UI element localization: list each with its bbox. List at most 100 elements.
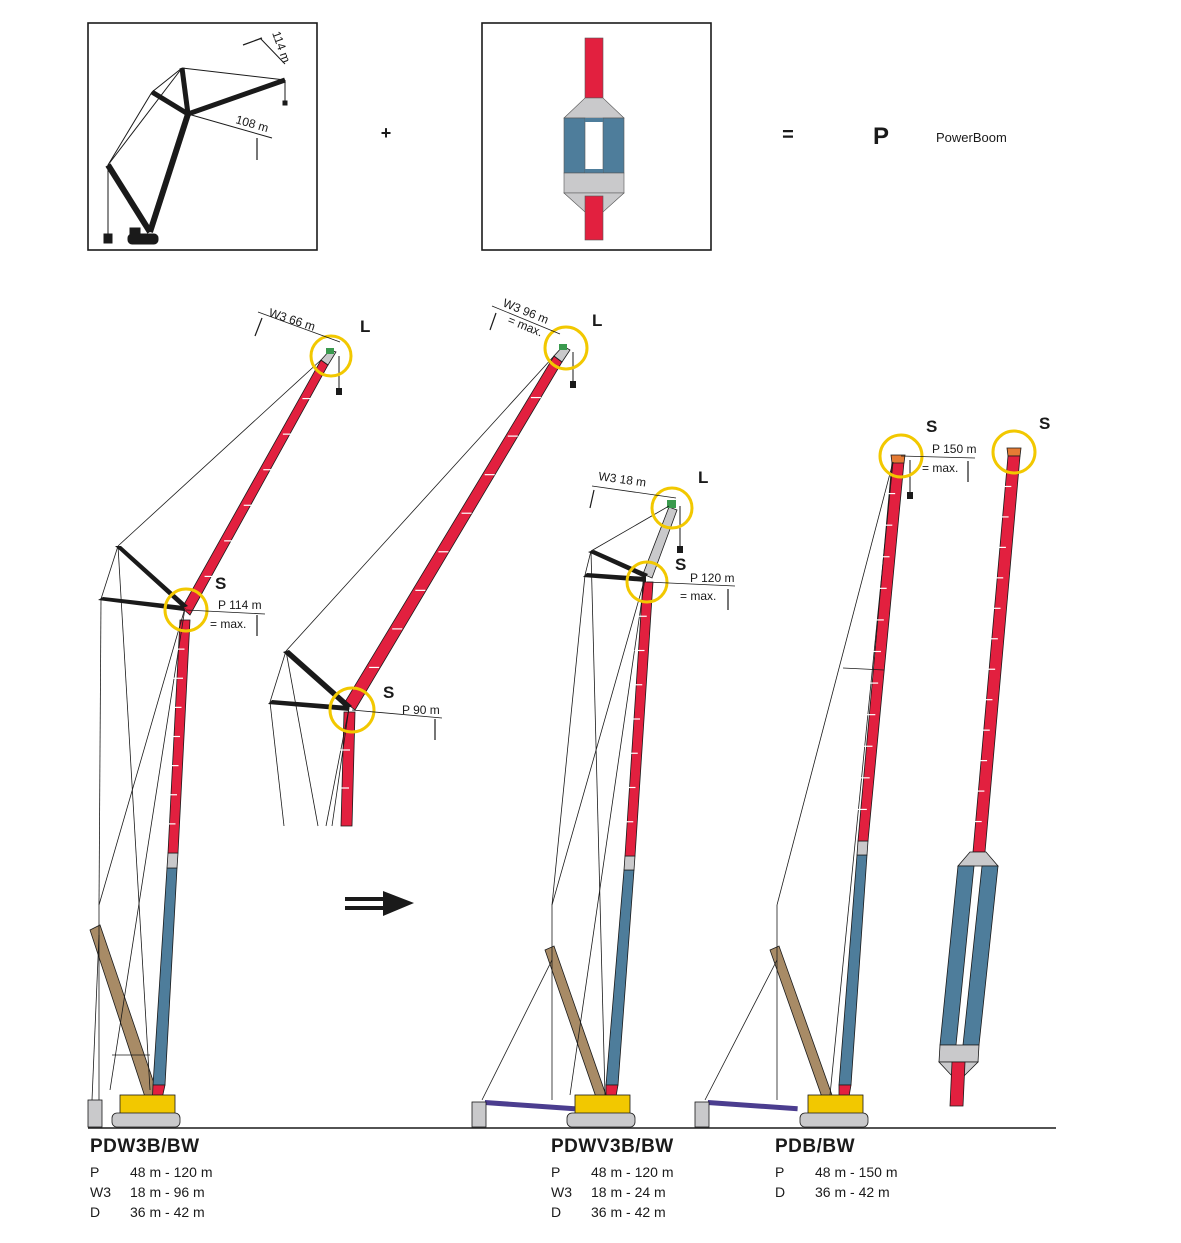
ring-s: [328, 686, 376, 734]
ring-s: [163, 587, 209, 633]
transition-arrow: [345, 891, 414, 916]
guy-a: [590, 505, 670, 552]
ballast-beam: [484, 1100, 575, 1112]
config-value: 48 m - 150 m: [815, 1164, 898, 1180]
config-value: 48 m - 120 m: [130, 1164, 213, 1180]
dim-p: [900, 455, 976, 459]
config-value: 36 m - 42 m: [815, 1184, 890, 1200]
section-top-red: [584, 37, 604, 99]
label-p: P 150 m: [932, 442, 976, 456]
label-p: P 120 m: [690, 571, 734, 585]
boom-red-foot: [949, 1061, 966, 1107]
schematic-spreader-a: [150, 89, 190, 117]
label-s: S: [926, 417, 937, 436]
spreader-upper: [283, 650, 352, 709]
legend-schematic-box: [87, 22, 318, 251]
guy-d: [117, 545, 151, 1091]
ring-s: [625, 560, 669, 604]
main-boom-grey: [623, 855, 636, 871]
label-l: L: [698, 468, 708, 487]
dim-p: [646, 581, 736, 587]
schematic-main-boom: [147, 113, 191, 233]
config-key: W3: [90, 1184, 111, 1200]
section-mid-top: [585, 118, 603, 122]
schematic-guy-1: [151, 67, 183, 93]
powerboom-symbol: P: [873, 123, 889, 150]
equals-sign: =: [782, 124, 794, 146]
spreader-upper: [588, 550, 648, 578]
config-value: 48 m - 120 m: [591, 1164, 674, 1180]
config-row: W3 18 m - 96 m: [90, 1182, 212, 1202]
boom-top-taper: [957, 851, 999, 867]
guy-f: [109, 607, 186, 1091]
boom-grey-band: [938, 1044, 980, 1063]
crawler-track: [566, 1112, 636, 1128]
guy-d: [590, 550, 606, 1096]
label-max: = max.: [922, 461, 958, 475]
schematic-spreader-b: [179, 67, 191, 115]
guy-b: [269, 650, 287, 703]
config-key: D: [551, 1204, 562, 1220]
superstructure: [574, 1094, 631, 1116]
guy-b: [584, 550, 592, 576]
hook-block: [336, 388, 342, 395]
label-s: S: [383, 683, 394, 702]
schematic-derrick: [105, 163, 153, 234]
guy-a: [776, 461, 894, 906]
label-w3: W3 18 m: [598, 469, 647, 490]
config-key: D: [90, 1204, 101, 1220]
config-value: 18 m - 96 m: [130, 1184, 205, 1200]
schematic-guy-4: [107, 67, 183, 166]
main-boom-blue: [838, 854, 868, 1086]
config-key: W3: [551, 1184, 572, 1200]
spreader-lower: [268, 700, 349, 711]
label-max: = max.: [680, 589, 716, 603]
schematic-jib: [187, 77, 286, 117]
guy-e: [331, 707, 350, 827]
config-name: PDB/BW: [775, 1136, 856, 1157]
derrick-boom: [89, 924, 159, 1101]
ballast-guy: [704, 959, 778, 1101]
derrick-boom: [769, 945, 834, 1101]
ballast-beam: [707, 1100, 798, 1112]
arrow-head: [383, 891, 414, 916]
dim-w3-arrow: [589, 489, 595, 509]
legend-section-box: [481, 22, 712, 251]
ballast-guy: [481, 959, 553, 1101]
crawler-track: [799, 1112, 869, 1128]
legend-row: 114 m 108 m + = P PowerBoom: [87, 22, 1007, 251]
guy-c: [98, 598, 102, 906]
config-value: 18 m - 24 m: [591, 1184, 666, 1200]
jib-head: [667, 500, 676, 508]
section-top-grey: [563, 97, 625, 119]
schematic-guy-3: [107, 91, 153, 166]
guy-lines: [776, 461, 894, 1096]
schematic-dim-head: [187, 113, 273, 139]
config-key: D: [775, 1184, 786, 1200]
ring-s: [991, 429, 1037, 475]
hook-block: [677, 546, 683, 553]
crane-pdw3b: W3 66 m L S P 114 m = max.: [87, 306, 370, 1128]
schematic-label-side: 108 m: [234, 112, 270, 135]
guy-e: [551, 577, 646, 906]
section-bottom-grey-band: [563, 172, 625, 194]
section-left-blue: [563, 117, 586, 174]
guy-lines: [98, 359, 322, 1091]
schematic-guy-2: [181, 67, 286, 81]
config-value: 36 m - 42 m: [591, 1204, 666, 1220]
guy-a: [117, 359, 322, 547]
counterweight: [87, 1099, 103, 1128]
label-s: S: [1039, 414, 1050, 433]
superstructure: [119, 1094, 176, 1116]
main-boom-head: [890, 454, 906, 464]
guy-f: [569, 577, 646, 1096]
jib-head: [559, 344, 567, 350]
guy-c: [269, 701, 285, 827]
config-row: D 36 m - 42 m: [90, 1202, 212, 1222]
config-key: P: [90, 1164, 100, 1180]
config-value: 36 m - 42 m: [130, 1204, 205, 1220]
